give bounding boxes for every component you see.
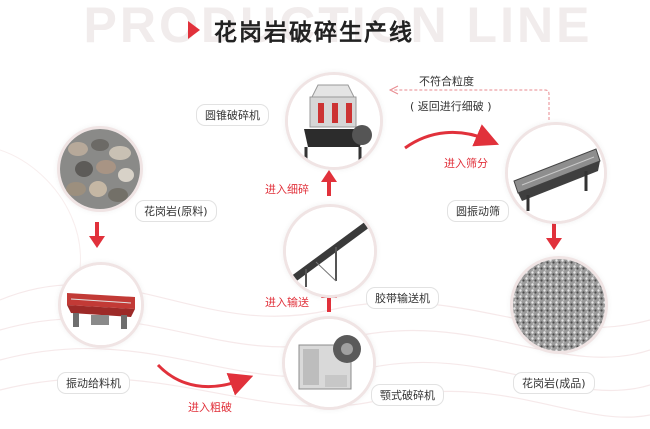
raw-granite-image bbox=[57, 126, 143, 212]
arrow-feeder-to-jaw bbox=[156, 363, 254, 396]
label-screening: 进入筛分 bbox=[444, 157, 488, 170]
label-convey: 进入输送 bbox=[265, 296, 309, 309]
belt-conveyor-image bbox=[283, 204, 377, 298]
feedback-dashed-line bbox=[392, 89, 550, 120]
feeder-image bbox=[58, 262, 144, 348]
label-jaw-crusher: 颚式破碎机 bbox=[371, 384, 444, 406]
stones-icon bbox=[60, 129, 140, 209]
cone-crusher-icon bbox=[288, 75, 380, 167]
arrow-raw-to-feeder bbox=[89, 222, 105, 248]
watermark-text: PRODUCTION LINE bbox=[83, 0, 593, 53]
vibrating-screen-icon bbox=[508, 125, 604, 221]
feeder-machine-icon bbox=[61, 265, 141, 345]
belt-conveyor-icon bbox=[286, 207, 374, 295]
label-vibrating-screen: 圆振动筛 bbox=[447, 200, 509, 222]
label-cone-crusher: 圆锥破碎机 bbox=[196, 104, 269, 126]
label-raw-granite: 花岗岩(原料) bbox=[135, 200, 217, 222]
jaw-crusher-image bbox=[282, 316, 376, 410]
cone-crusher-image bbox=[285, 72, 383, 170]
arrow-cone-to-screen bbox=[404, 124, 500, 150]
page-title: 花岗岩破碎生产线 bbox=[214, 20, 414, 46]
label-coarse-crushing: 进入粗破 bbox=[188, 401, 232, 414]
feedback-note-line2: ( 返回进行细破 ) bbox=[410, 100, 492, 113]
page-header: 花岗岩破碎生产线 bbox=[188, 10, 414, 50]
title-arrow-icon bbox=[188, 21, 200, 39]
vibrating-screen-image bbox=[505, 122, 607, 224]
label-belt-conveyor: 胶带输送机 bbox=[366, 287, 439, 309]
arrow-belt-to-cone bbox=[321, 170, 337, 196]
arrow-screen-to-product bbox=[546, 222, 562, 250]
feedback-note-line1: 不符合粒度 bbox=[419, 75, 474, 88]
finished-granite-image bbox=[510, 256, 608, 354]
label-vibrating-feeder: 振动给料机 bbox=[57, 372, 130, 394]
label-finished-granite: 花岗岩(成品) bbox=[513, 372, 595, 394]
label-fine-crushing: 进入细碎 bbox=[265, 183, 309, 196]
jaw-crusher-icon bbox=[285, 319, 373, 407]
gravel-icon bbox=[513, 259, 605, 351]
